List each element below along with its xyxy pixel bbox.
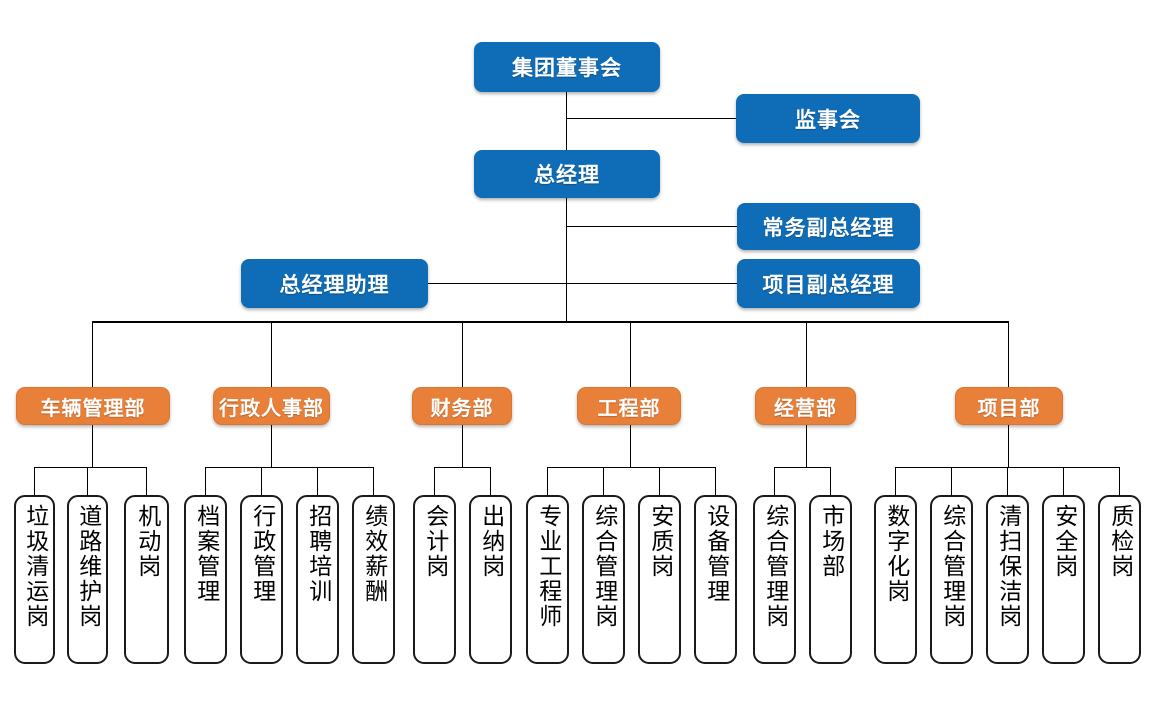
node-position-operations-comprehensive-management[interactable]: 综合管理岗 — [753, 495, 796, 664]
node-position-admin-management[interactable]: 行政管理 — [240, 495, 283, 664]
position-label: 档案管理 — [192, 504, 219, 604]
connector-bus-to-dept-1 — [92, 321, 93, 387]
node-executive-deputy-gm[interactable]: 常务副总经理 — [737, 203, 920, 250]
position-label: 会计岗 — [421, 504, 448, 579]
node-gm-assistant[interactable]: 总经理助理 — [241, 259, 428, 308]
dept3-child-bus — [434, 467, 491, 468]
connector-dept6-child-4 — [1063, 467, 1064, 495]
connector-trunk-to-executive-deputy — [566, 226, 737, 227]
connector-dept6-child-3 — [1007, 467, 1008, 495]
position-label: 安全岗 — [1050, 504, 1077, 579]
connector-dept3-child-2 — [490, 467, 491, 495]
position-label: 行政管理 — [248, 504, 275, 604]
connector-dept6-child-2 — [951, 467, 952, 495]
node-position-safety-quality[interactable]: 安质岗 — [638, 495, 681, 664]
node-board[interactable]: 集团董事会 — [474, 42, 660, 92]
connector-bus-to-dept-5 — [806, 321, 807, 387]
position-label: 综合管理岗 — [590, 504, 617, 629]
node-position-market-department[interactable]: 市场部 — [809, 495, 852, 664]
connector-dept2-child-3 — [317, 467, 318, 495]
position-label: 质检岗 — [1106, 504, 1133, 579]
node-position-archive-management[interactable]: 档案管理 — [184, 495, 227, 664]
node-department-vehicle-management[interactable]: 车辆管理部 — [16, 387, 170, 425]
connector-dept5-child-2 — [830, 467, 831, 495]
position-label: 出纳岗 — [477, 504, 504, 579]
main-department-bus — [92, 321, 1009, 323]
connector-dept4-child-1 — [547, 467, 548, 495]
dept4-child-bus — [547, 467, 716, 468]
connector-board-to-gm — [566, 92, 567, 150]
position-label: 道路维护岗 — [74, 504, 101, 629]
node-position-equipment-management[interactable]: 设备管理 — [694, 495, 737, 664]
connector-dept4-child-2 — [603, 467, 604, 495]
node-department-project[interactable]: 项目部 — [955, 387, 1063, 425]
node-position-recruitment-training[interactable]: 招聘培训 — [296, 495, 339, 664]
connector-dept2-child-2 — [261, 467, 262, 495]
connector-dept4-drop — [630, 425, 631, 467]
node-position-cashier[interactable]: 出纳岗 — [469, 495, 512, 664]
connector-bus-to-dept-6 — [1008, 321, 1009, 387]
node-position-project-comprehensive-management[interactable]: 综合管理岗 — [930, 495, 973, 664]
position-label: 数字化岗 — [882, 504, 909, 604]
connector-dept6-child-5 — [1119, 467, 1120, 495]
node-position-digitalization[interactable]: 数字化岗 — [874, 495, 917, 664]
connector-dept2-child-1 — [205, 467, 206, 495]
dept2-child-bus — [205, 467, 374, 468]
connector-dept2-child-4 — [373, 467, 374, 495]
connector-dept4-child-4 — [715, 467, 716, 495]
connector-dept1-child-1 — [34, 467, 35, 495]
position-label: 招聘培训 — [304, 504, 331, 604]
node-project-deputy-gm[interactable]: 项目副总经理 — [737, 259, 920, 308]
connector-assistant-to-project-deputy — [428, 283, 737, 284]
position-label: 绩效薪酬 — [360, 504, 387, 604]
position-label: 垃圾清运岗 — [21, 504, 48, 629]
position-label: 市场部 — [817, 504, 844, 579]
node-position-professional-engineer[interactable]: 专业工程师 — [526, 495, 569, 664]
connector-dept1-drop — [92, 425, 93, 467]
connector-dept6-drop — [1008, 425, 1009, 467]
node-general-manager[interactable]: 总经理 — [474, 150, 660, 198]
node-department-engineering[interactable]: 工程部 — [577, 387, 681, 425]
connector-gm-trunk-to-supervisory — [566, 118, 737, 119]
position-label: 设备管理 — [702, 504, 729, 604]
connector-bus-to-dept-3 — [462, 321, 463, 387]
node-department-admin-hr[interactable]: 行政人事部 — [213, 387, 330, 425]
node-position-safety[interactable]: 安全岗 — [1042, 495, 1085, 664]
node-position-road-maintenance[interactable]: 道路维护岗 — [67, 495, 108, 664]
position-label: 专业工程师 — [534, 504, 561, 629]
node-position-accountant[interactable]: 会计岗 — [413, 495, 456, 664]
connector-gm-to-main-bus — [566, 198, 567, 322]
node-department-operations[interactable]: 经营部 — [755, 387, 856, 425]
node-department-finance[interactable]: 财务部 — [412, 387, 512, 425]
position-label: 安质岗 — [646, 504, 673, 579]
node-position-performance-compensation[interactable]: 绩效薪酬 — [352, 495, 395, 664]
connector-dept3-child-1 — [434, 467, 435, 495]
position-label: 综合管理岗 — [938, 504, 965, 629]
connector-bus-to-dept-2 — [271, 321, 272, 387]
connector-bus-to-dept-4 — [630, 321, 631, 387]
node-position-quality-inspection[interactable]: 质检岗 — [1098, 495, 1141, 664]
connector-dept1-child-2 — [87, 467, 88, 495]
node-position-cleaning-sanitation[interactable]: 清扫保洁岗 — [986, 495, 1029, 664]
connector-dept5-child-1 — [774, 467, 775, 495]
node-supervisory-board[interactable]: 监事会 — [736, 94, 920, 143]
connector-dept4-child-3 — [659, 467, 660, 495]
connector-dept2-drop — [271, 425, 272, 467]
node-position-engineering-comprehensive-management[interactable]: 综合管理岗 — [582, 495, 625, 664]
connector-dept6-child-1 — [895, 467, 896, 495]
node-position-mobile-duty[interactable]: 机动岗 — [124, 495, 169, 664]
dept1-child-bus — [34, 467, 147, 468]
dept5-child-bus — [774, 467, 831, 468]
connector-dept5-drop — [806, 425, 807, 467]
position-label: 综合管理岗 — [761, 504, 788, 629]
connector-dept3-drop — [462, 425, 463, 467]
node-position-garbage-transport[interactable]: 垃圾清运岗 — [14, 495, 55, 664]
position-label: 清扫保洁岗 — [994, 504, 1021, 629]
position-label: 机动岗 — [133, 504, 160, 579]
connector-dept1-child-3 — [146, 467, 147, 495]
